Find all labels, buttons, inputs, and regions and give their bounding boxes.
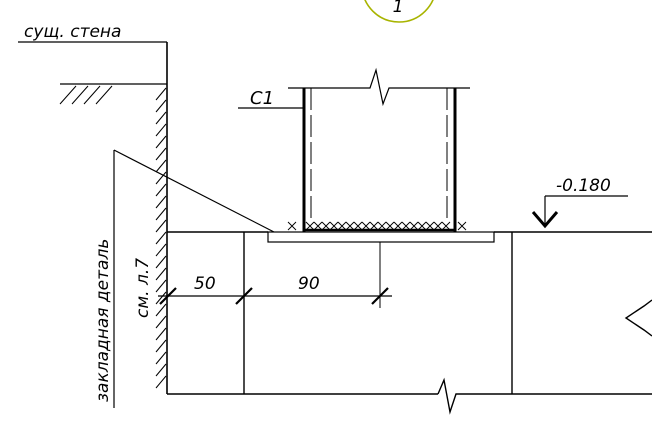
wall-top-hatch [59,85,113,105]
embedded-plate [267,231,495,243]
weld-hatching [287,221,467,231]
right-break-mark [624,299,652,337]
foundation-slab [167,231,652,415]
existing-wall-label: сущ. стена [24,22,121,42]
column-c1 [238,67,470,232]
slab-bottom-break [437,377,652,415]
elevation-mark [531,195,628,229]
existing-wall [18,41,168,394]
dimension-50: 50 [194,274,216,294]
embedded-part-label-line2: см. л.7 [133,258,153,318]
detail-number: 1 [393,0,404,17]
embedded-part-ref: см. л.7 [133,258,153,318]
elevation-arrow [531,211,559,229]
dimension-chain [158,242,392,308]
dim-tick-wall [159,287,177,305]
elevation-label: -0.180 [556,176,611,196]
wall-face-hatch [155,87,167,389]
column-mark-label: C1 [250,88,274,109]
embedded-part-leader [113,149,275,408]
dimension-90: 90 [298,274,320,294]
dim-tick-plate [371,287,389,305]
detail-callout-circle [364,0,434,23]
embedded-part-note: закладная деталь [93,239,113,402]
embedded-part-label-line1: закладная деталь [93,239,113,402]
dim-tick-joint [235,287,253,305]
column-top-break [288,67,470,107]
detail-callout: 1 [364,0,434,23]
